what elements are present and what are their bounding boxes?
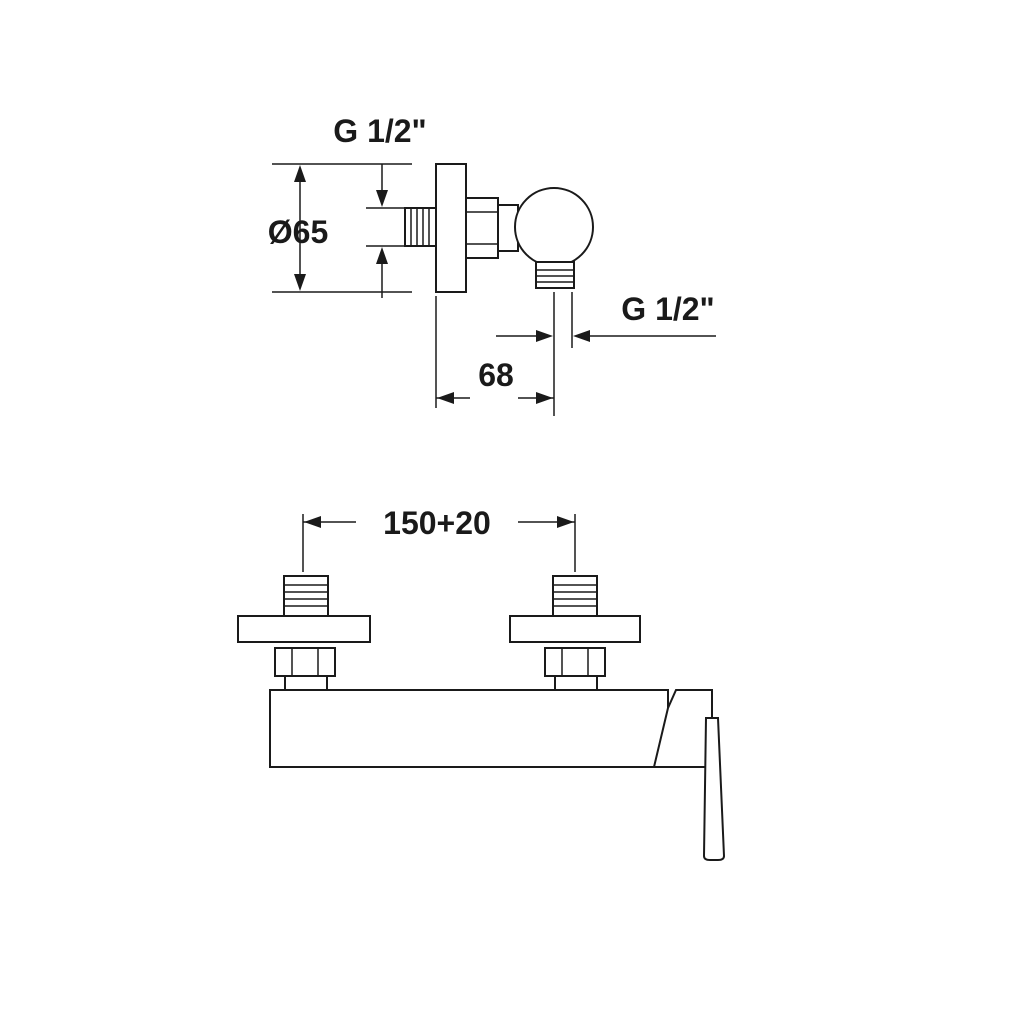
diameter-label: Ø65: [268, 214, 328, 250]
valve-body-side: [514, 187, 594, 267]
wall-flange: [435, 163, 467, 293]
inlet-nipple: [404, 207, 437, 247]
front-view: 150+20: [237, 505, 726, 861]
outlet-spout: [535, 261, 575, 289]
inlet-thread-dimension: G 1/2": [333, 113, 427, 298]
outlet-thread-dimension: G 1/2": [496, 291, 716, 416]
right-connection: [509, 575, 641, 691]
depth-dimension: 68: [435, 296, 554, 408]
spacing-dimension: 150+20: [302, 505, 576, 572]
diameter-dimension: Ø65: [268, 163, 412, 293]
spacing-label: 150+20: [383, 505, 491, 541]
mixer-body: [269, 689, 669, 768]
depth-label: 68: [478, 357, 514, 393]
lever-handle: [652, 689, 726, 861]
side-hex-nut: [465, 197, 499, 259]
inlet-thread-label: G 1/2": [333, 113, 426, 149]
side-view: Ø65 G 1/2": [268, 113, 716, 416]
left-connection: [237, 575, 371, 691]
outlet-thread-label: G 1/2": [621, 291, 714, 327]
